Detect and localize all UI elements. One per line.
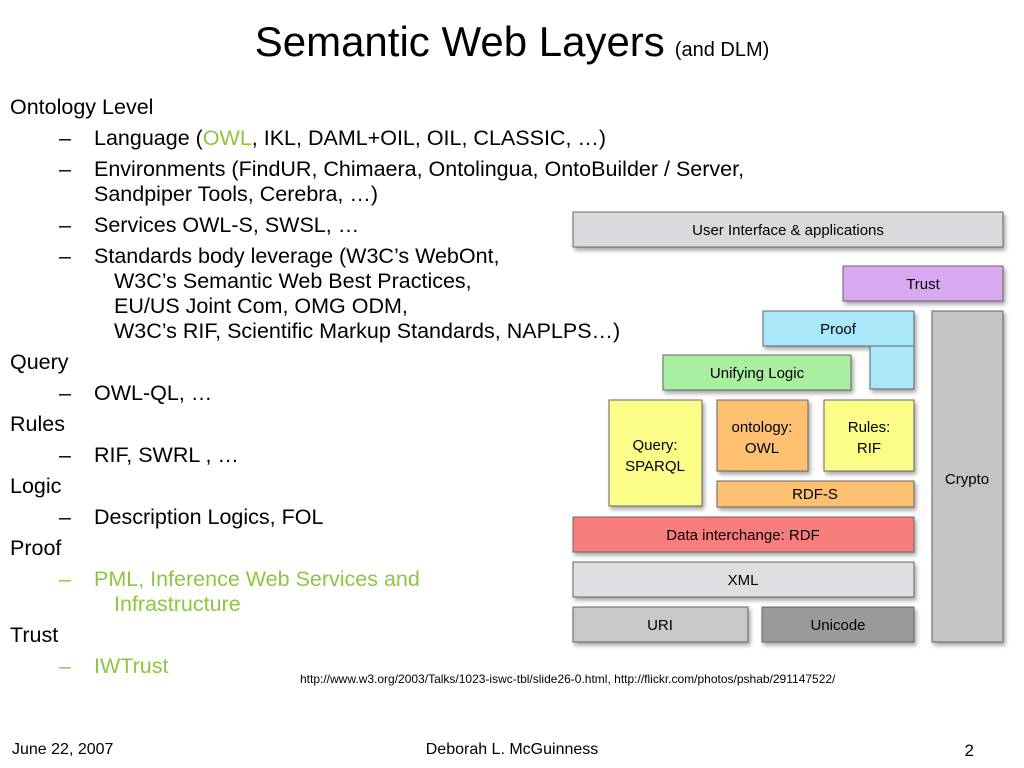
layer-proof-extension xyxy=(869,345,915,390)
layer-crypto xyxy=(931,310,1004,643)
language-prefix: Language ( xyxy=(94,126,203,150)
label-uri: URI xyxy=(647,617,673,634)
outline-rif-item: – RIF, SWRL , … xyxy=(10,443,910,468)
pml-line-2: Infrastructure xyxy=(114,592,241,616)
services-text: Services OWL-S, SWSL, … xyxy=(94,213,360,237)
label-rdfs: RDF-S xyxy=(792,486,838,503)
environments-line-2: Sandpiper Tools, Cerebra, …) xyxy=(94,182,379,206)
outline-trust: Trust xyxy=(10,623,59,647)
bullet-dash: – xyxy=(59,654,71,678)
label-ui: User Interface & applications xyxy=(692,222,884,239)
slide-subtitle: (and DLM) xyxy=(674,39,770,61)
outline-pml-item: – PML, Inference Web Services and Infras… xyxy=(10,567,910,617)
label-ontology-2: OWL xyxy=(745,440,779,457)
bullet-dash: – xyxy=(59,157,71,181)
outline-iwtrust-item: – IWTrust xyxy=(10,654,910,679)
owl-highlight: OWL xyxy=(202,126,252,150)
label-rdf: Data interchange: RDF xyxy=(666,527,819,544)
environments-line-1: Environments (FindUR, Chimaera, Ontoling… xyxy=(94,157,745,181)
layer-uri xyxy=(572,606,749,643)
outline: Ontology Level – Language (OWL, IKL, DAM… xyxy=(10,95,910,685)
outline-ontology-level: Ontology Level xyxy=(10,95,154,119)
slide-title-block: Semantic Web Layers (and DLM) xyxy=(0,18,1024,66)
layer-query xyxy=(608,399,703,507)
layer-unicode xyxy=(761,606,915,643)
page-number: 2 xyxy=(964,741,974,760)
pml-line-1: PML, Inference Web Services and xyxy=(94,567,420,591)
source-citation: http://www.w3.org/2003/Talks/1023-iswc-t… xyxy=(300,672,836,686)
outline-query: Query xyxy=(10,350,69,374)
layer-proof xyxy=(762,310,915,347)
outline-services-item: – Services OWL-S, SWSL, … xyxy=(10,213,910,238)
dl-text: Description Logics, FOL xyxy=(94,505,324,529)
semantic-web-layer-cake: User Interface & applications Trust Proo… xyxy=(572,211,1004,643)
label-xml: XML xyxy=(728,572,759,589)
rif-text: RIF, SWRL , … xyxy=(94,443,239,467)
layer-ui xyxy=(572,211,1004,248)
layer-rules xyxy=(823,399,915,472)
label-ontology-1: ontology: xyxy=(732,419,793,436)
outline-logic: Logic xyxy=(10,474,62,498)
bullet-dash: – xyxy=(59,213,71,237)
layer-rdf xyxy=(572,516,915,553)
bullet-dash: – xyxy=(59,443,71,467)
label-query-1: Query: xyxy=(632,437,677,454)
label-unicode: Unicode xyxy=(810,617,865,634)
outline-environments-item: – Environments (FindUR, Chimaera, Ontoli… xyxy=(10,157,910,207)
standards-line-1: Standards body leverage (W3C’s WebOnt, xyxy=(94,244,500,268)
label-unifying-logic: Unifying Logic xyxy=(710,365,805,382)
layer-rdfs xyxy=(716,480,915,508)
standards-line-4: W3C’s RIF, Scientific Markup Standards, … xyxy=(114,319,621,343)
standards-line-3: EU/US Joint Com, OMG ODM, xyxy=(114,294,408,318)
owlql-text: OWL-QL, … xyxy=(94,381,213,405)
language-suffix: , IKL, DAML+OIL, OIL, CLASSIC, …) xyxy=(251,126,607,150)
bullet-dash: – xyxy=(59,505,71,529)
outline-rules: Rules xyxy=(10,412,65,436)
bullet-dash: – xyxy=(59,244,71,268)
layer-xml xyxy=(572,561,915,598)
label-crypto: Crypto xyxy=(945,471,989,488)
layer-trust xyxy=(842,265,1004,302)
label-rules-1: Rules: xyxy=(848,419,891,436)
outline-language-item: – Language (OWL, IKL, DAML+OIL, OIL, CLA… xyxy=(10,126,910,151)
label-trust: Trust xyxy=(906,276,940,293)
bullet-dash: – xyxy=(59,126,71,150)
outline-standards-item: – Standards body leverage (W3C’s WebOnt,… xyxy=(10,244,910,344)
footer-author: Deborah L. McGuinness xyxy=(425,741,599,758)
layer-ontology xyxy=(716,399,809,472)
iwtrust-text: IWTrust xyxy=(94,654,169,678)
slide-title: Semantic Web Layers xyxy=(254,18,665,65)
footer-date: June 22, 2007 xyxy=(12,741,114,758)
label-query-2: SPARQL xyxy=(625,458,685,475)
outline-owlql-item: – OWL-QL, … xyxy=(10,381,910,406)
standards-line-2: W3C’s Semantic Web Best Practices, xyxy=(114,269,472,293)
outline-proof: Proof xyxy=(10,536,62,560)
label-rules-2: RIF xyxy=(857,440,881,457)
label-proof: Proof xyxy=(820,321,857,338)
outline-dl-item: – Description Logics, FOL xyxy=(10,505,910,530)
bullet-dash: – xyxy=(59,381,71,405)
bullet-dash: – xyxy=(59,567,71,591)
layer-unifying-logic xyxy=(662,354,852,391)
